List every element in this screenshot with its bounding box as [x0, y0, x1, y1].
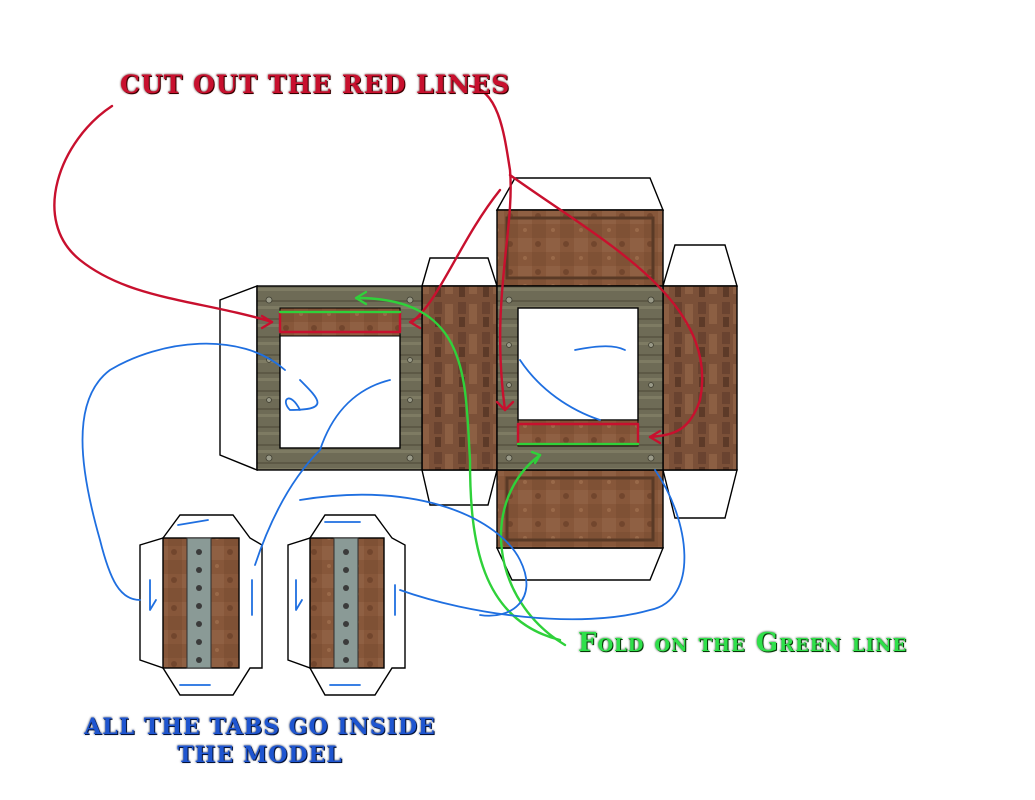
- rivets: [265, 296, 655, 462]
- top-panel: [496, 209, 664, 287]
- panels: [256, 209, 738, 549]
- cut-arrow-from-label: [468, 84, 512, 412]
- bottom-panel: [496, 469, 664, 549]
- side-piece-rivets: [196, 549, 349, 663]
- tab-mid-bottom: [421, 469, 498, 506]
- right-frame-window: [517, 307, 639, 421]
- left-frame-window: [279, 334, 401, 449]
- fold-instruction-label: Fold on the Green line: [578, 628, 908, 658]
- right-panel: [662, 285, 738, 471]
- fold-arrow-2: [499, 453, 567, 647]
- middle-panel: [421, 285, 498, 471]
- tabs-instruction-line1: ALL THE TABS GO INSIDE: [84, 714, 436, 740]
- cut-arrow-right: [508, 173, 704, 439]
- tabs-instruction-label: ALL THE TABS GO INSIDE THE MODEL: [60, 713, 460, 769]
- cut-instruction-label: CUT OUT THE RED LINES: [120, 70, 511, 99]
- tabs-instruction-line2: THE MODEL: [177, 742, 343, 768]
- cut-arrow-left: [53, 104, 274, 324]
- tab-scribbles: [81, 342, 686, 686]
- fold-lines: [278, 290, 640, 647]
- tab-right-top: [662, 244, 738, 287]
- fold-arrow-1: [358, 296, 562, 642]
- tab-mid-top: [421, 257, 498, 287]
- tab-right-bottom: [662, 469, 738, 519]
